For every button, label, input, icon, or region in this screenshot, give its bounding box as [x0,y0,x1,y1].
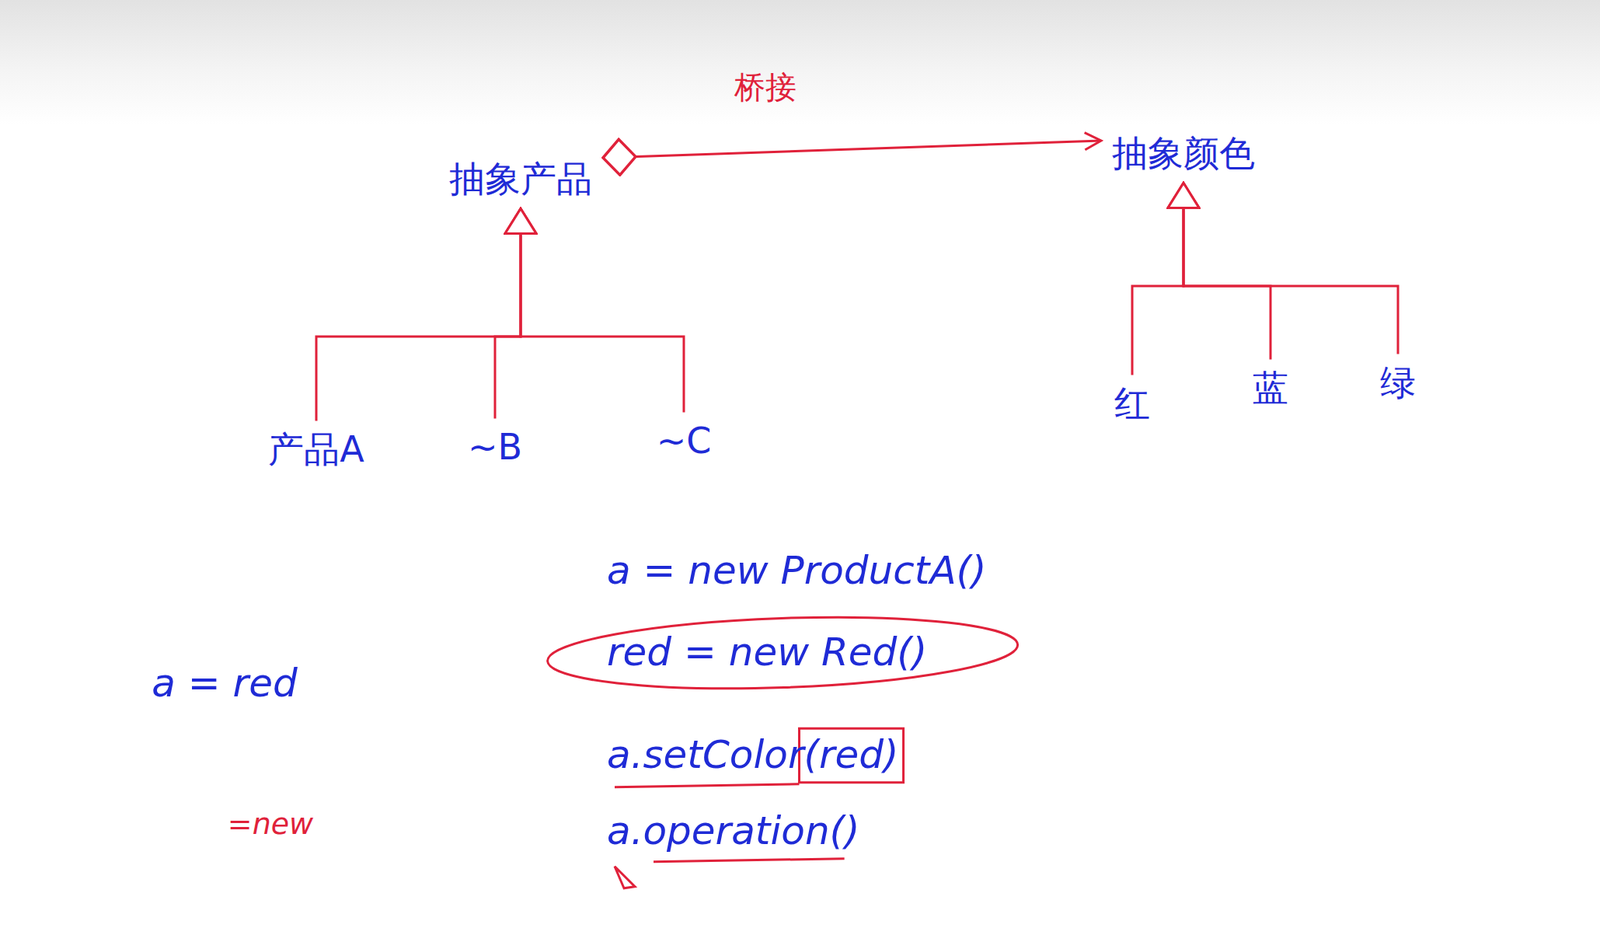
concrete-class: 蓝 [1246,362,1295,414]
inheritance-arrow [520,208,684,412]
abstract-class: 抽象颜色 [1105,128,1262,179]
code-line: a = new ProductA() [606,548,987,594]
inheritance-arrow [494,208,521,419]
concrete-class: ~C [650,415,719,467]
inheritance-arrow [316,208,521,421]
class-name: 蓝 [1252,367,1289,409]
note: a = red [151,661,297,707]
triangle-mark [614,866,635,889]
class-name: 产品A [268,428,364,471]
code-line: a.setColor(red) [606,732,900,778]
underline [653,858,845,862]
concrete-class: 绿 [1373,357,1423,408]
underline [614,784,799,788]
inheritance-arrow [1183,182,1271,360]
class-name: 抽象产品 [449,158,593,200]
code-line: a.operation() [606,808,861,855]
class-name: 红 [1114,383,1151,425]
class-name: ~B [467,426,523,468]
inheritance-arrow [1132,182,1184,375]
class-name: ~C [656,420,712,462]
diagram-title: 桥接 [734,69,797,105]
concrete-class: 红 [1108,378,1157,429]
concrete-class: 产品A [261,424,370,475]
highlight-ellipse [546,610,1019,696]
code-line: red = new Red() [606,630,928,676]
aggregation-arrow [603,140,1102,158]
abstract-class: 抽象产品 [442,153,599,205]
note: =new [227,807,314,842]
inheritance-arrow [1183,182,1398,354]
class-name: 绿 [1380,362,1416,404]
class-name: 抽象颜色 [1111,132,1255,175]
concrete-class: ~B [461,421,529,473]
